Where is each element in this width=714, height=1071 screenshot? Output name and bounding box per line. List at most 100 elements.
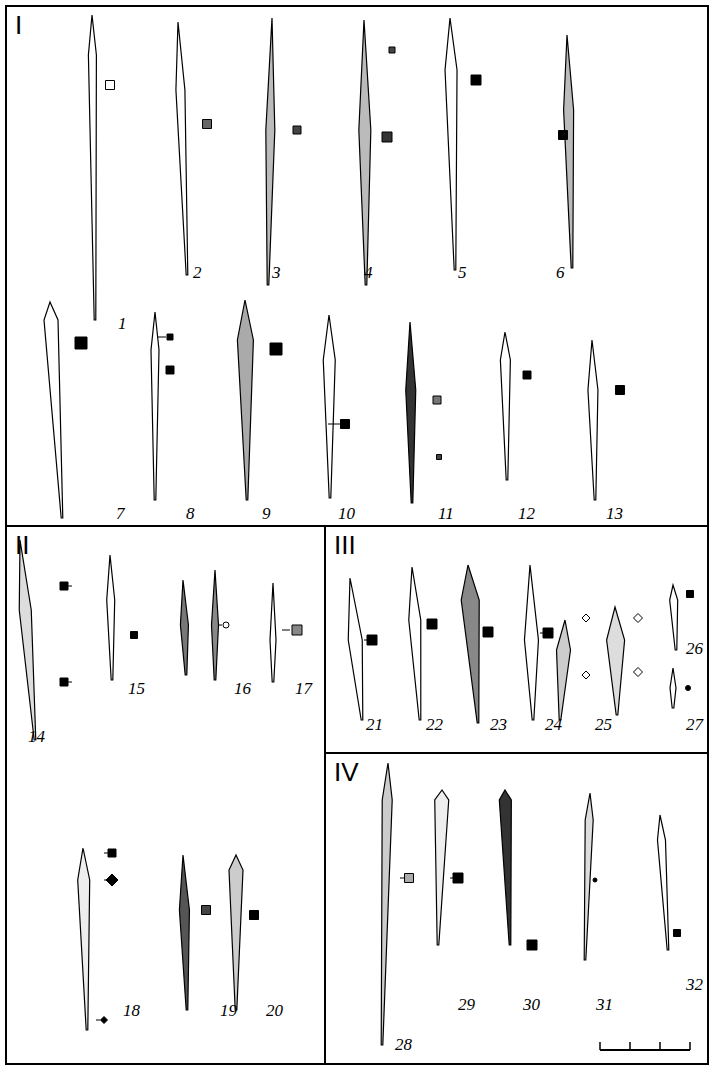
leader-line: [104, 853, 108, 854]
figure-number: 17: [295, 680, 312, 698]
figure-number: 1: [118, 315, 127, 333]
cross-section: [250, 911, 259, 920]
awl-drawing: [270, 583, 276, 682]
figure-number: 30: [523, 996, 540, 1014]
cross-section: [270, 343, 282, 355]
awl-drawing: [323, 315, 335, 498]
awl-drawing: [348, 578, 363, 720]
figure-number: 25: [595, 716, 612, 734]
awl-drawing: [657, 815, 668, 950]
leader-line: [66, 586, 72, 587]
figure-number: 8: [186, 505, 195, 523]
cross-section: [686, 686, 691, 691]
figure-number: 22: [426, 716, 443, 734]
cross-section: [523, 371, 531, 379]
awl-drawing: [406, 322, 416, 503]
figure-number: 11: [438, 505, 454, 523]
cross-section: [382, 132, 392, 142]
cross-section: [341, 420, 350, 429]
figure-number: 26: [686, 640, 703, 658]
cross-section: [292, 625, 302, 635]
awl-drawing: [557, 620, 571, 720]
awl-drawing: [670, 585, 678, 650]
awl-drawing: [179, 855, 189, 1010]
leader-line: [282, 630, 290, 631]
panel-numeral: II: [7, 527, 29, 559]
figure-number: 20: [266, 1002, 283, 1020]
figure-number: 23: [490, 716, 507, 734]
cross-section: [166, 366, 174, 374]
cross-section: [559, 131, 568, 140]
awl-drawing: [409, 567, 421, 720]
figure-number: 3: [272, 264, 281, 282]
figure-number: 21: [366, 716, 383, 734]
figure-number: 31: [596, 996, 613, 1014]
awl-drawing: [564, 35, 574, 268]
cross-section: [101, 1017, 108, 1024]
figure-number: 15: [128, 680, 145, 698]
awl-drawing: [588, 340, 598, 500]
cross-section: [203, 120, 212, 129]
cross-section: [202, 906, 211, 915]
cross-section: [106, 874, 118, 886]
cross-section: [367, 635, 377, 645]
cross-section: [687, 591, 694, 598]
cross-section: [108, 849, 116, 857]
awl-drawing: [499, 790, 511, 945]
cross-section: [437, 455, 442, 460]
awl-drawing: [78, 848, 90, 1030]
leader-line: [450, 878, 453, 879]
cross-section: [293, 126, 301, 134]
figure-number: 4: [364, 264, 373, 282]
figure-number: 24: [545, 716, 562, 734]
figure-number: 27: [686, 716, 703, 734]
cross-section: [453, 873, 463, 883]
figure-number: 7: [116, 505, 125, 523]
figure-number: 16: [234, 680, 251, 698]
leader-line: [364, 640, 367, 641]
awl-drawing: [180, 580, 188, 675]
figure-number: 32: [686, 976, 703, 994]
scale-bar: [600, 1042, 690, 1050]
leader-line: [104, 880, 106, 881]
awl-drawing: [607, 607, 625, 715]
leader-line: [158, 337, 166, 338]
panel-frame: I: [5, 5, 709, 527]
awl-drawing: [176, 22, 188, 275]
awl-drawing: [151, 312, 159, 500]
figure-number: 10: [338, 505, 355, 523]
awl-drawing: [237, 300, 253, 500]
leader-line: [400, 878, 404, 879]
cross-section: [433, 396, 441, 404]
awl-drawing: [229, 855, 243, 1010]
awl-drawing: [359, 20, 371, 285]
awl-drawing: [44, 302, 63, 518]
cross-section: [582, 614, 590, 622]
panel-frame: IV: [324, 752, 709, 1065]
cross-section: [616, 386, 625, 395]
cross-section: [106, 81, 115, 90]
cross-section: [75, 337, 87, 349]
cross-section: [483, 627, 493, 637]
cross-section: [223, 622, 229, 628]
awl-drawing: [107, 555, 115, 680]
cross-section: [582, 671, 590, 679]
leader-line: [96, 1020, 100, 1021]
leader-line: [540, 633, 543, 634]
cross-section: [405, 874, 414, 883]
figure-number: 5: [458, 264, 467, 282]
figure-number: 18: [123, 1002, 140, 1020]
figure-number: 28: [395, 1036, 412, 1054]
awl-drawing: [524, 565, 538, 720]
awl-drawing: [584, 793, 593, 960]
panel-frame: II: [5, 525, 326, 1065]
awl-drawing: [19, 540, 36, 740]
cross-section: [634, 614, 643, 623]
awl-drawing: [445, 18, 457, 270]
panel-numeral: III: [326, 527, 356, 559]
cross-section: [527, 940, 537, 950]
awl-drawing: [266, 18, 275, 285]
cross-section: [471, 75, 481, 85]
